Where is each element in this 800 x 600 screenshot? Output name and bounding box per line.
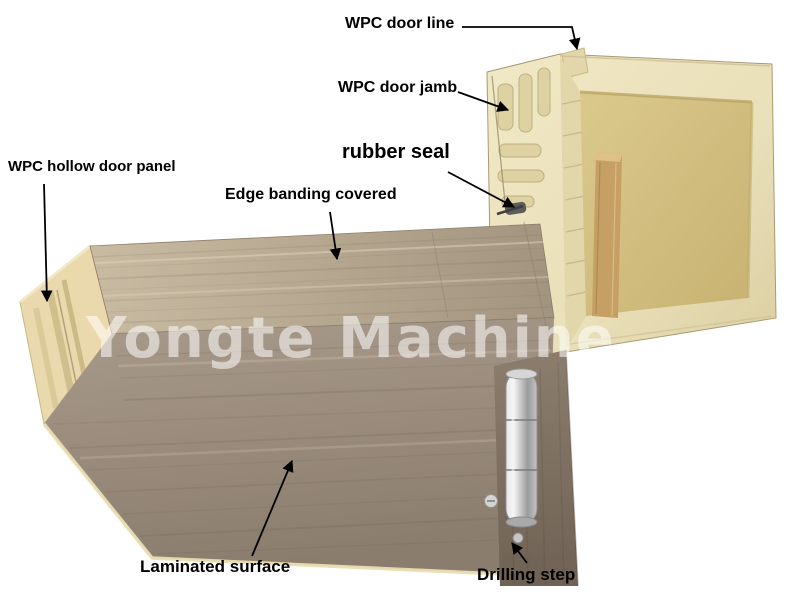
frame-side-wall-ribs (561, 99, 587, 297)
front-light-streak (117, 348, 552, 368)
cavity-top-shadow (579, 90, 753, 104)
hinge (484, 368, 538, 544)
top-grain-lines (92, 234, 553, 324)
label-rubber-seal: rubber seal (342, 141, 450, 163)
bottom-edge-sliver (42, 422, 546, 578)
door-panel (19, 223, 555, 578)
door-frame-assembly (486, 47, 777, 369)
edge-strip-border (565, 349, 579, 587)
front-grain-lines (51, 339, 553, 555)
frame-bottom-inner-line (569, 315, 773, 345)
top-light-streak-2 (102, 276, 549, 297)
top-light-streak (94, 241, 544, 264)
wood-strip (592, 152, 622, 318)
hinge-barrel (505, 371, 538, 525)
label-wpc-door-jamb: WPC door jamb (338, 79, 458, 96)
frame-side-wall (560, 56, 586, 350)
frame-cavity (580, 92, 752, 316)
hinge-top-cap (505, 368, 538, 380)
label-wpc-door-line: WPC door line (345, 15, 455, 32)
label-drilling-step: Drilling step (477, 565, 576, 584)
frame-top-inner-line (559, 55, 771, 67)
drilling-step-screw (512, 532, 524, 544)
label-laminated-surface: Laminated surface (140, 557, 291, 576)
cavity-right-shadow (746, 101, 754, 299)
top-banding-seam (431, 231, 449, 319)
label-wpc-hollow-door-panel: WPC hollow door panel (8, 158, 176, 175)
laminated-front-face (42, 318, 554, 578)
edge-banding-top-surface (89, 223, 555, 335)
hinge-bottom-cap (505, 516, 538, 528)
jamb-seam-lower (523, 221, 552, 351)
label-edge-banding-covered: Edge banding covered (225, 186, 397, 203)
